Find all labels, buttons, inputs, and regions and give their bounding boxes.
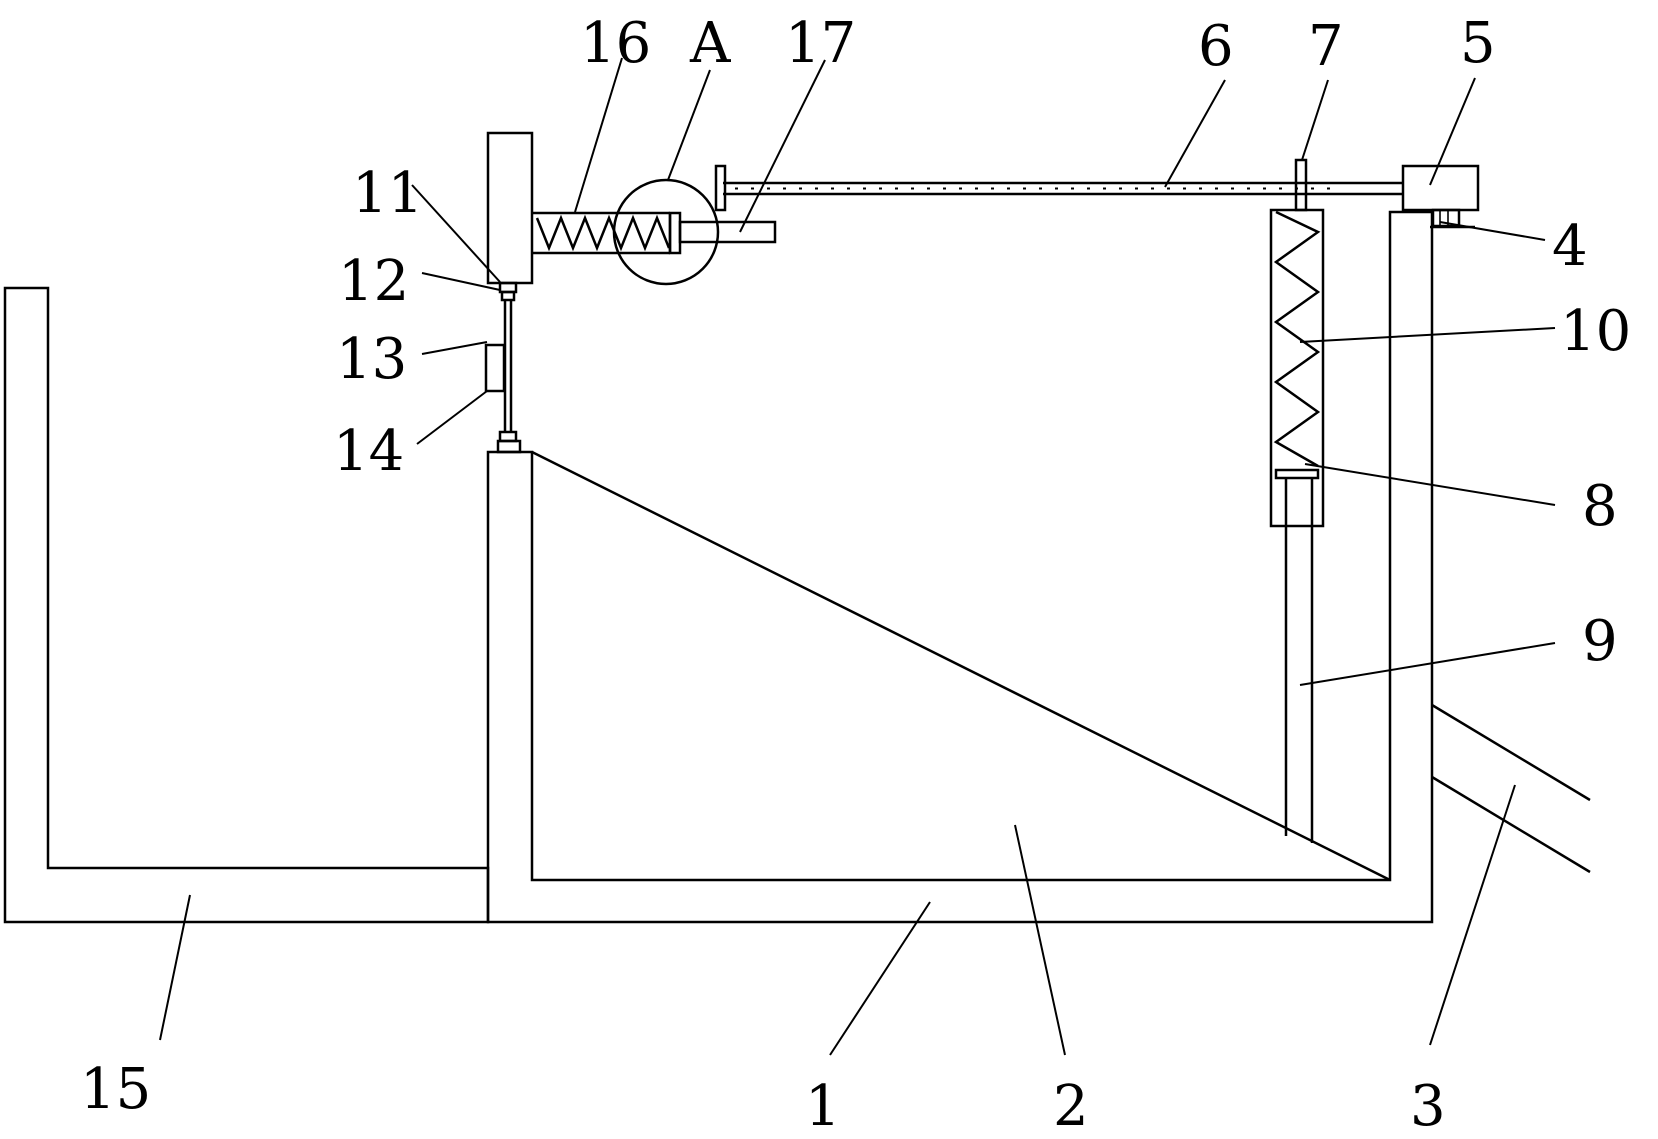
label-10: 10 [1560,299,1631,364]
guide-sleeve [1269,208,1325,528]
label-12: 12 [338,249,409,314]
part-labels: 15 1 2 3 4 5 6 7 10 8 9 11 12 13 14 16 A… [80,11,1631,1139]
nut-block [1294,158,1308,212]
label-4: 4 [1552,214,1588,279]
detail-circle-a [612,178,720,286]
connecting-rod [503,300,513,432]
push-rod [1284,478,1314,843]
label-a: A [689,11,731,76]
label-11: 11 [352,161,423,226]
leader-lines [159,57,1556,1056]
label-1: 1 [805,1074,841,1139]
vertical-block [486,131,534,285]
spring-housing [532,211,672,255]
piston-plate [1274,468,1320,480]
label-9: 9 [1582,609,1618,674]
spring-cap [668,211,682,255]
label-6: 6 [1198,14,1234,79]
inclined-plane [531,450,1391,882]
label-13: 13 [336,327,407,392]
label-8: 8 [1582,474,1618,539]
label-2: 2 [1053,1074,1089,1139]
left-tank [3,286,490,924]
label-17: 17 [785,11,856,76]
upper-hinge [498,281,518,302]
main-tank-body [486,210,1434,924]
horizontal-spring [535,214,671,252]
label-14: 14 [333,419,404,484]
sliding-rod [678,220,777,244]
compression-spring [1273,210,1321,468]
screw-rod [714,164,1403,212]
label-5: 5 [1460,11,1496,76]
label-16: 16 [580,11,651,76]
discharge-chute [1431,703,1591,874]
lower-hinge [496,430,522,454]
side-plate [484,343,506,393]
label-3: 3 [1410,1074,1446,1139]
label-15: 15 [80,1057,151,1122]
label-7: 7 [1308,14,1344,79]
motor [1401,164,1480,212]
